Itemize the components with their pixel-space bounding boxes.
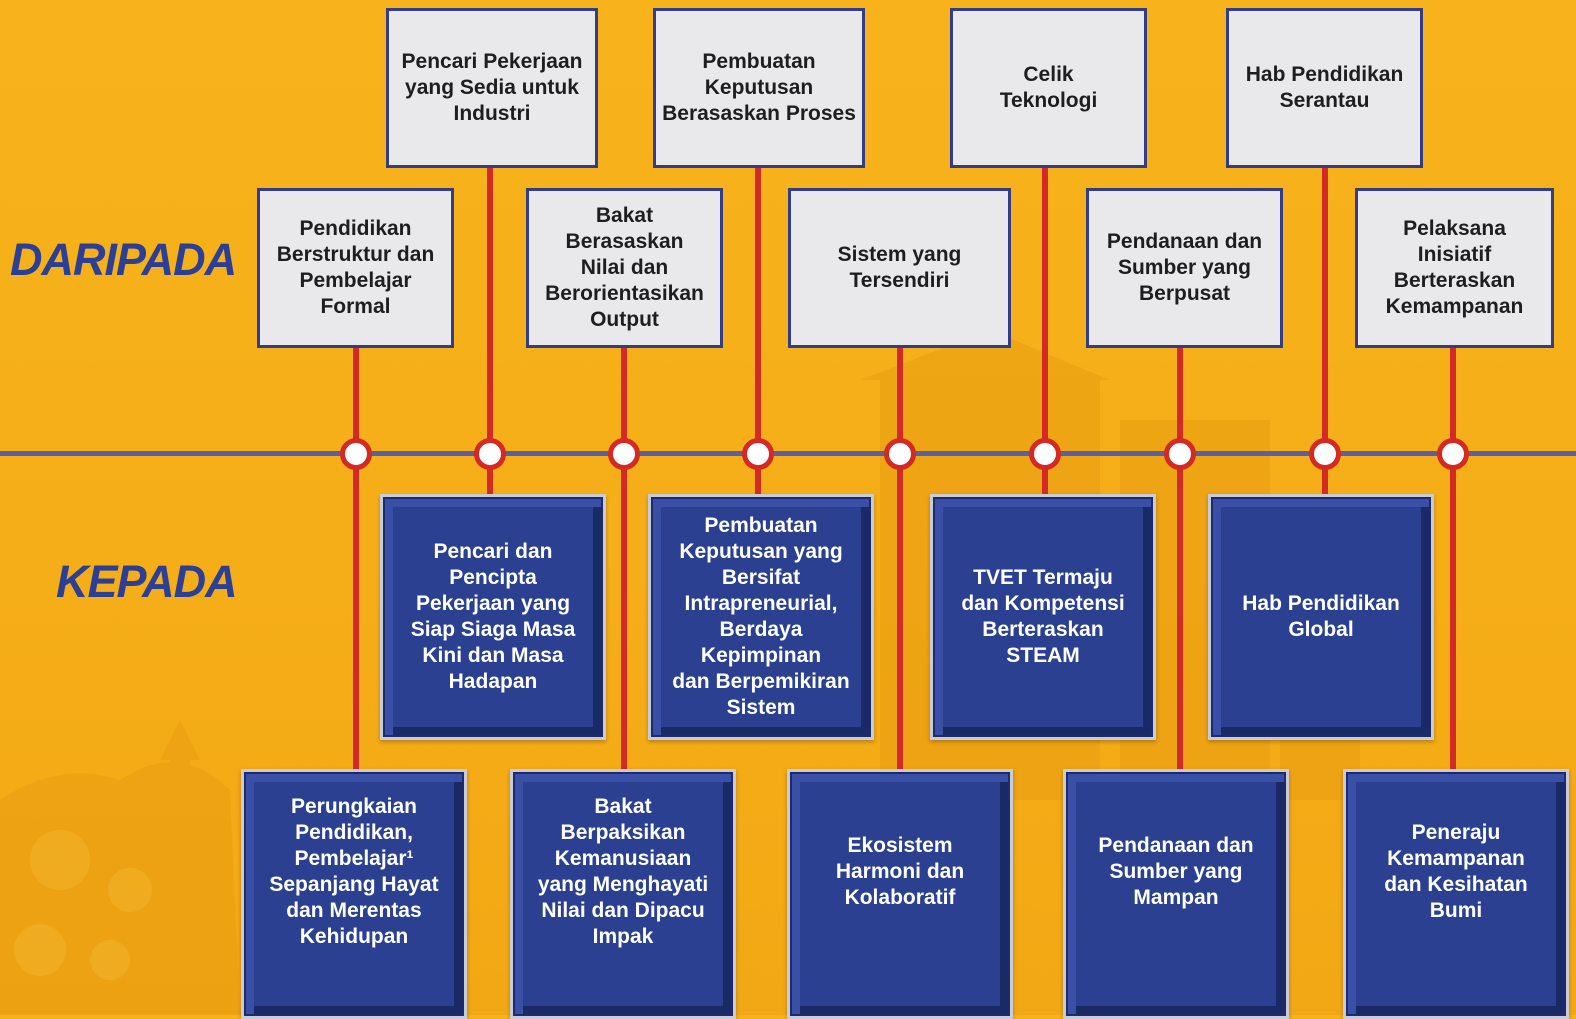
timeline-node-5 [884,438,916,470]
to-box-3: Bakat Berpaksikan Kemanusiaan yang Mengh… [510,769,736,1019]
from-box-3: Bakat Berasaskan Nilai dan Berorientasik… [526,188,723,348]
to-box-2: Pencari dan Pencipta Pekerjaan yang Siap… [380,494,606,740]
to-box-6: TVET Termaju dan Kompetensi Berteraskan … [930,494,1156,740]
to-box-7: Pendanaan dan Sumber yang Mampan [1063,769,1289,1019]
from-box-2: Pencari Pekerjaan yang Sedia untuk Indus… [386,8,598,168]
connector-9 [1450,346,1456,772]
connector-3 [621,346,627,772]
timeline-node-8 [1309,438,1341,470]
from-box-8: Hab Pendidikan Serantau [1226,8,1423,168]
to-box-5: Ekosistem Harmoni dan Kolaboratif [787,769,1013,1019]
timeline-node-9 [1437,438,1469,470]
to-box-1: Perungkaian Pendidikan, Pembelajar¹ Sepa… [241,769,467,1019]
from-box-7: Pendanaan dan Sumber yang Berpusat [1086,188,1283,348]
to-heading: KEPADA [56,556,238,607]
timeline-node-2 [474,438,506,470]
connector-6 [1042,166,1048,498]
timeline-node-1 [340,438,372,470]
timeline-node-3 [608,438,640,470]
connector-2 [487,166,493,498]
timeline-node-4 [742,438,774,470]
from-box-5: Sistem yang Tersendiri [788,188,1011,348]
connector-1 [353,346,359,772]
connector-8 [1322,166,1328,498]
to-box-4: Pembuatan Keputusan yang Bersifat Intrap… [648,494,874,740]
from-box-9: Pelaksana Inisiatif Berteraskan Kemampan… [1355,188,1554,348]
timeline-node-7 [1164,438,1196,470]
connector-5 [897,346,903,772]
connector-7 [1177,346,1183,772]
from-box-4: Pembuatan Keputusan Berasaskan Proses [653,8,865,168]
from-box-6: Celik Teknologi [950,8,1147,168]
timeline-axis [0,451,1576,456]
connector-4 [755,166,761,498]
to-box-8: Hab Pendidikan Global [1208,494,1434,740]
from-box-1: Pendidikan Berstruktur dan Pembelajar Fo… [257,188,454,348]
timeline-node-6 [1029,438,1061,470]
from-heading: DARIPADA [10,234,237,285]
to-box-9: Peneraju Kemampanan dan Kesihatan Bumi [1343,769,1569,1019]
